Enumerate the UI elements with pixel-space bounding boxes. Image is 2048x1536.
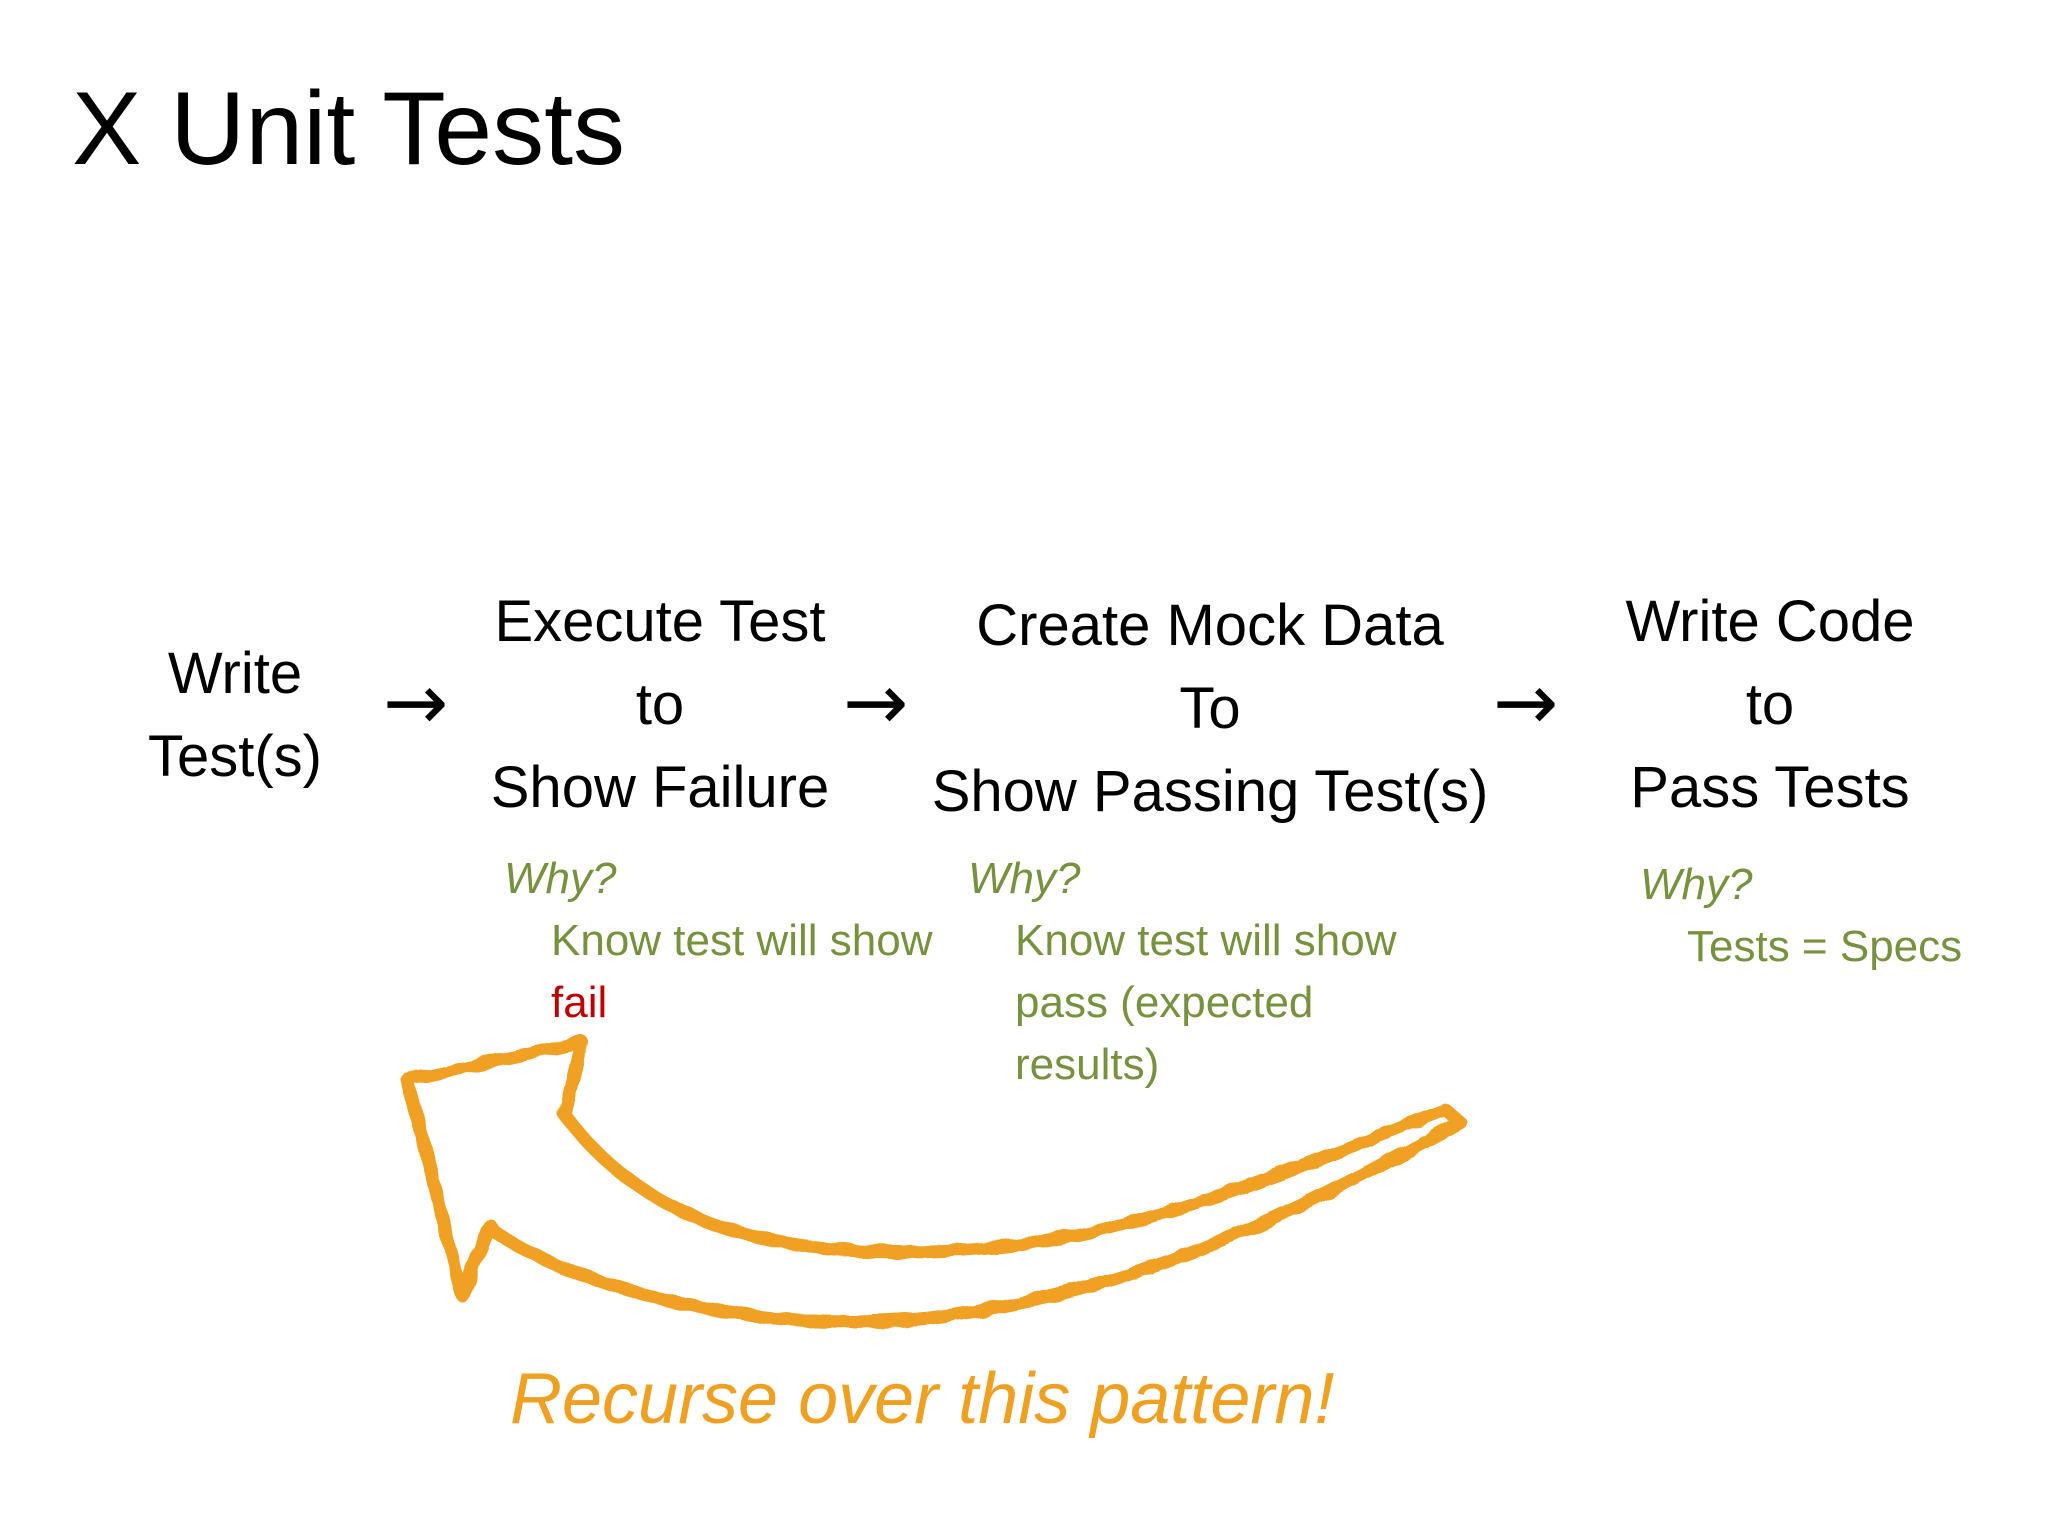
why-reason-line: Tests = Specs	[1687, 922, 1963, 971]
right-arrow-icon: →	[1493, 658, 1559, 748]
why-note-write-code: Why? Tests = Specs	[1640, 854, 1962, 978]
why-reason-line: Know test will show	[551, 916, 933, 965]
right-arrow-icon: →	[383, 658, 449, 748]
why-label: Why?	[504, 854, 617, 903]
step-write-code-line-3: Pass Tests	[1630, 755, 1910, 820]
step-write-tests-line-1: Write	[167, 641, 303, 706]
step-execute-test: Execute Test to Show Failure	[460, 580, 860, 829]
recurse-caption: Recurse over this pattern!	[510, 1359, 1335, 1439]
step-write-code: Write Code to Pass Tests	[1590, 580, 1950, 829]
step-create-mock-data-line-1: Create Mock Data	[976, 593, 1444, 658]
step-write-code-line-1: Write Code	[1625, 589, 1915, 654]
step-write-code-line-2: to	[1745, 672, 1795, 737]
why-reason-line: Know test will show	[1015, 916, 1397, 965]
why-reason-line: results)	[1015, 1040, 1160, 1089]
step-write-tests: Write Test(s)	[130, 632, 340, 798]
step-execute-test-line-1: Execute Test	[494, 589, 826, 654]
slide-title: X Unit Tests	[72, 71, 625, 187]
why-reason: Know test will show pass (expected resul…	[1015, 910, 1396, 1096]
why-label: Why?	[968, 854, 1081, 903]
why-note-mock-data: Why? Know test will show pass (expected …	[968, 848, 1396, 1096]
why-reason: Tests = Specs	[1687, 916, 1962, 978]
step-create-mock-data-line-3: Show Passing Test(s)	[931, 759, 1489, 824]
why-reason-line: pass (expected	[1015, 978, 1314, 1027]
step-create-mock-data-line-2: To	[1179, 676, 1241, 741]
step-write-tests-line-2: Test(s)	[148, 724, 322, 789]
step-create-mock-data: Create Mock Data To Show Passing Test(s)	[900, 584, 1520, 833]
why-reason: Know test will show fail	[551, 910, 932, 1034]
right-arrow-icon: →	[843, 658, 909, 748]
step-execute-test-line-2: to	[635, 672, 685, 737]
fail-word: fail	[551, 978, 608, 1027]
why-note-execute: Why? Know test will show fail	[504, 848, 932, 1034]
why-label: Why?	[1640, 860, 1753, 909]
step-execute-test-line-3: Show Failure	[490, 755, 830, 820]
